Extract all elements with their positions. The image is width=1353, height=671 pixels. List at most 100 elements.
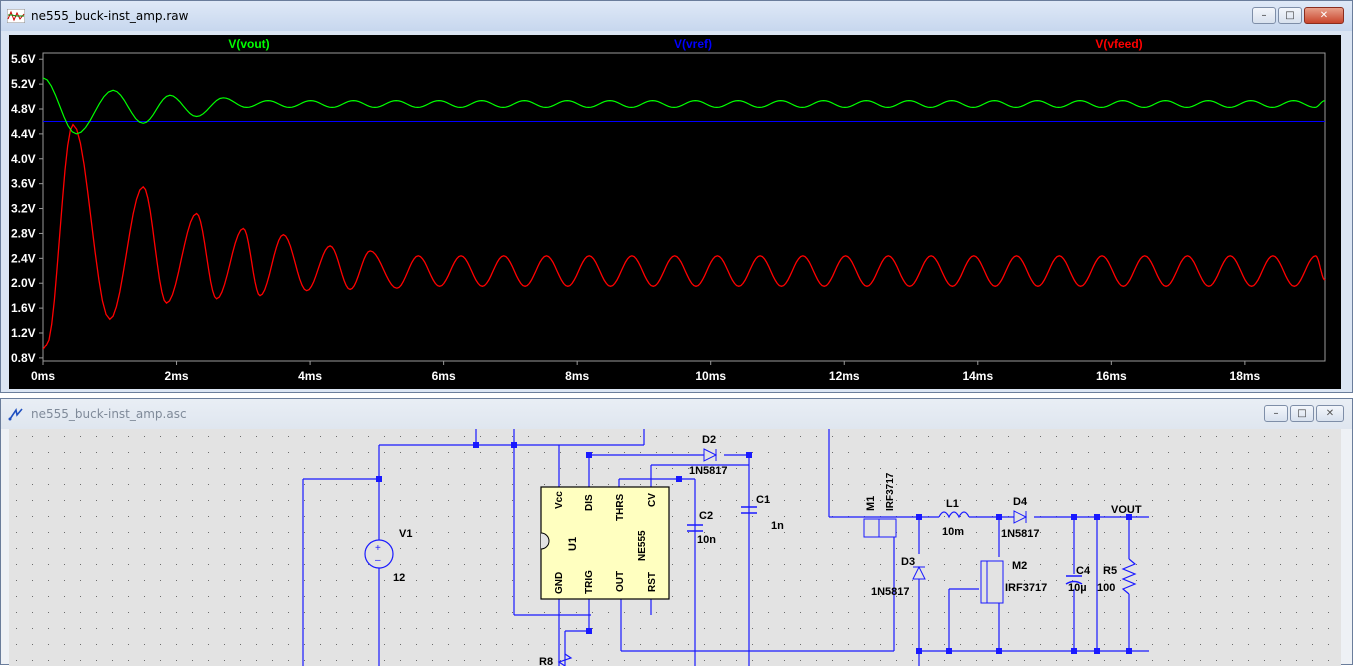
l1-ref: L1 <box>946 498 959 510</box>
pin-vcc: Vcc <box>554 491 565 509</box>
c1-value: 1n <box>771 520 784 532</box>
minimize-button[interactable]: – <box>1264 405 1288 422</box>
r5-ref: R5 <box>1103 565 1117 577</box>
x-tick-label: 8ms <box>565 369 589 383</box>
net-label-vout: VOUT <box>1111 504 1142 516</box>
m2-ref: M2 <box>1012 560 1027 572</box>
voltage-source-v1[interactable]: + – V1 12 <box>364 528 412 584</box>
waveform-chart[interactable]: 5.6V 5.2V 4.8V 4.4V 4.0V 3.6V 3.2V 2.8V 2.4V 2.0V… <box>9 35 1341 389</box>
waveform-window-title: ne555_buck-inst_amp.raw <box>31 9 189 23</box>
svg-text:+: + <box>375 543 381 554</box>
u1-ref: U1 <box>567 537 579 551</box>
capacitor-c4[interactable]: C4 10µ <box>1065 565 1091 594</box>
schematic-window: ne555_buck-inst_amp.asc – □ ✕ <box>0 398 1353 668</box>
c1-ref: C1 <box>756 494 770 506</box>
l1-value: 10m <box>942 526 964 538</box>
schematic-drawing[interactable]: + – V1 12 Vcc DIS THRS CV GND TRIG OUT R… <box>9 429 1341 668</box>
d2-value: 1N5817 <box>689 465 728 477</box>
close-icon: ✕ <box>1325 408 1335 419</box>
c2-value: 10n <box>697 534 716 546</box>
d4-value: 1N5817 <box>1001 528 1040 540</box>
ic-u1-ne555[interactable]: Vcc DIS THRS CV GND TRIG OUT RST U1 NE55… <box>540 486 670 600</box>
capacitor-c1[interactable]: C1 1n <box>741 494 784 532</box>
d3-ref: D3 <box>901 556 915 568</box>
y-tick-label: 0.8V <box>11 351 36 365</box>
y-tick-label: 4.0V <box>11 152 36 166</box>
waveform-viewer-icon <box>7 9 25 23</box>
minimize-button[interactable]: – <box>1252 7 1276 24</box>
capacitor-c2[interactable]: C2 10n <box>687 510 716 546</box>
y-tick-label: 2.8V <box>11 226 36 240</box>
waveform-window: ne555_buck-inst_amp.raw – □ ✕ 5.6V 5.2V 4.… <box>0 0 1353 393</box>
maximize-button[interactable]: □ <box>1278 7 1302 24</box>
pin-rst: RST <box>647 572 658 592</box>
u1-value: NE555 <box>637 530 648 561</box>
v1-ref: V1 <box>399 528 412 540</box>
x-tick-label: 6ms <box>432 369 456 383</box>
d4-ref: D4 <box>1013 496 1028 508</box>
minimize-icon: – <box>1273 408 1279 419</box>
maximize-icon: □ <box>1297 408 1307 419</box>
mosfet-m2[interactable]: M2 IRF3717 <box>980 560 1047 604</box>
y-tick-label: 3.2V <box>11 202 36 216</box>
waveform-titlebar[interactable]: ne555_buck-inst_amp.raw – □ ✕ <box>1 1 1352 31</box>
y-tick-label: 3.6V <box>11 177 36 191</box>
y-tick-label: 5.6V <box>11 52 36 66</box>
y-tick-label: 1.6V <box>11 301 36 315</box>
series-label: V(vout) <box>228 37 269 51</box>
x-tick-label: 16ms <box>1096 369 1127 383</box>
d3-value: 1N5817 <box>871 586 910 598</box>
x-tick-label: 10ms <box>695 369 726 383</box>
y-tick-label: 4.4V <box>11 127 36 141</box>
d2-ref: D2 <box>702 434 716 446</box>
series-line-vfeed <box>42 123 1326 350</box>
series-label: V(vref) <box>674 37 712 51</box>
pin-gnd: GND <box>554 572 565 594</box>
y-tick-label: 1.2V <box>11 326 36 340</box>
plot-frame <box>42 52 1326 362</box>
y-tick-label: 2.4V <box>11 251 36 265</box>
pin-out: OUT <box>615 571 626 592</box>
x-tick-label: 14ms <box>962 369 993 383</box>
c4-value: 10µ <box>1068 582 1087 594</box>
v1-value: 12 <box>393 572 405 584</box>
diode-d2[interactable]: D2 1N5817 <box>689 434 728 477</box>
schematic-canvas[interactable]: + – V1 12 Vcc DIS THRS CV GND TRIG OUT R… <box>9 429 1341 668</box>
schematic-window-title: ne555_buck-inst_amp.asc <box>31 407 187 421</box>
schematic-titlebar[interactable]: ne555_buck-inst_amp.asc – □ ✕ <box>1 399 1352 429</box>
series-line-vout <box>42 77 1326 135</box>
x-tick-label: 2ms <box>165 369 189 383</box>
pin-thrs: THRS <box>615 493 626 521</box>
series-label: V(vfeed) <box>1095 37 1142 51</box>
schematic-junctions <box>376 442 1132 654</box>
c4-ref: C4 <box>1076 565 1091 577</box>
m1-ref: M1 <box>865 496 877 511</box>
y-tick-label: 4.8V <box>11 102 36 116</box>
pin-cv: CV <box>647 493 658 507</box>
pin-dis: DIS <box>584 494 595 511</box>
m1-value: IRF3717 <box>885 472 896 511</box>
mosfet-m1[interactable]: M1 IRF3717 <box>863 472 897 538</box>
schematic-editor-icon <box>8 407 23 421</box>
x-tick-label: 4ms <box>298 369 322 383</box>
pin-trig: TRIG <box>584 570 595 594</box>
m2-value: IRF3717 <box>1005 582 1047 594</box>
diode-d3[interactable]: D3 1N5817 <box>871 556 926 598</box>
close-button[interactable]: ✕ <box>1304 7 1344 24</box>
close-icon: ✕ <box>1319 10 1329 21</box>
r5-value: 100 <box>1097 582 1115 594</box>
x-tick-label: 12ms <box>829 369 860 383</box>
resistor-r5[interactable]: R5 100 <box>1097 558 1137 595</box>
waveform-plot-pane[interactable]: 5.6V 5.2V 4.8V 4.4V 4.0V 3.6V 3.2V 2.8V 2.4V 2.0V… <box>9 35 1341 389</box>
x-tick-label: 0ms <box>31 369 55 383</box>
y-tick-label: 2.0V <box>11 276 36 290</box>
x-tick-label: 18ms <box>1230 369 1261 383</box>
maximize-icon: □ <box>1285 10 1295 21</box>
diode-d4[interactable]: D4 1N5817 <box>1001 496 1040 540</box>
y-tick-label: 5.2V <box>11 77 36 91</box>
maximize-button[interactable]: □ <box>1290 405 1314 422</box>
close-button[interactable]: ✕ <box>1316 405 1344 422</box>
minimize-icon: – <box>1261 10 1267 21</box>
svg-text:–: – <box>375 555 381 566</box>
inductor-l1[interactable]: L1 10m <box>938 498 970 538</box>
